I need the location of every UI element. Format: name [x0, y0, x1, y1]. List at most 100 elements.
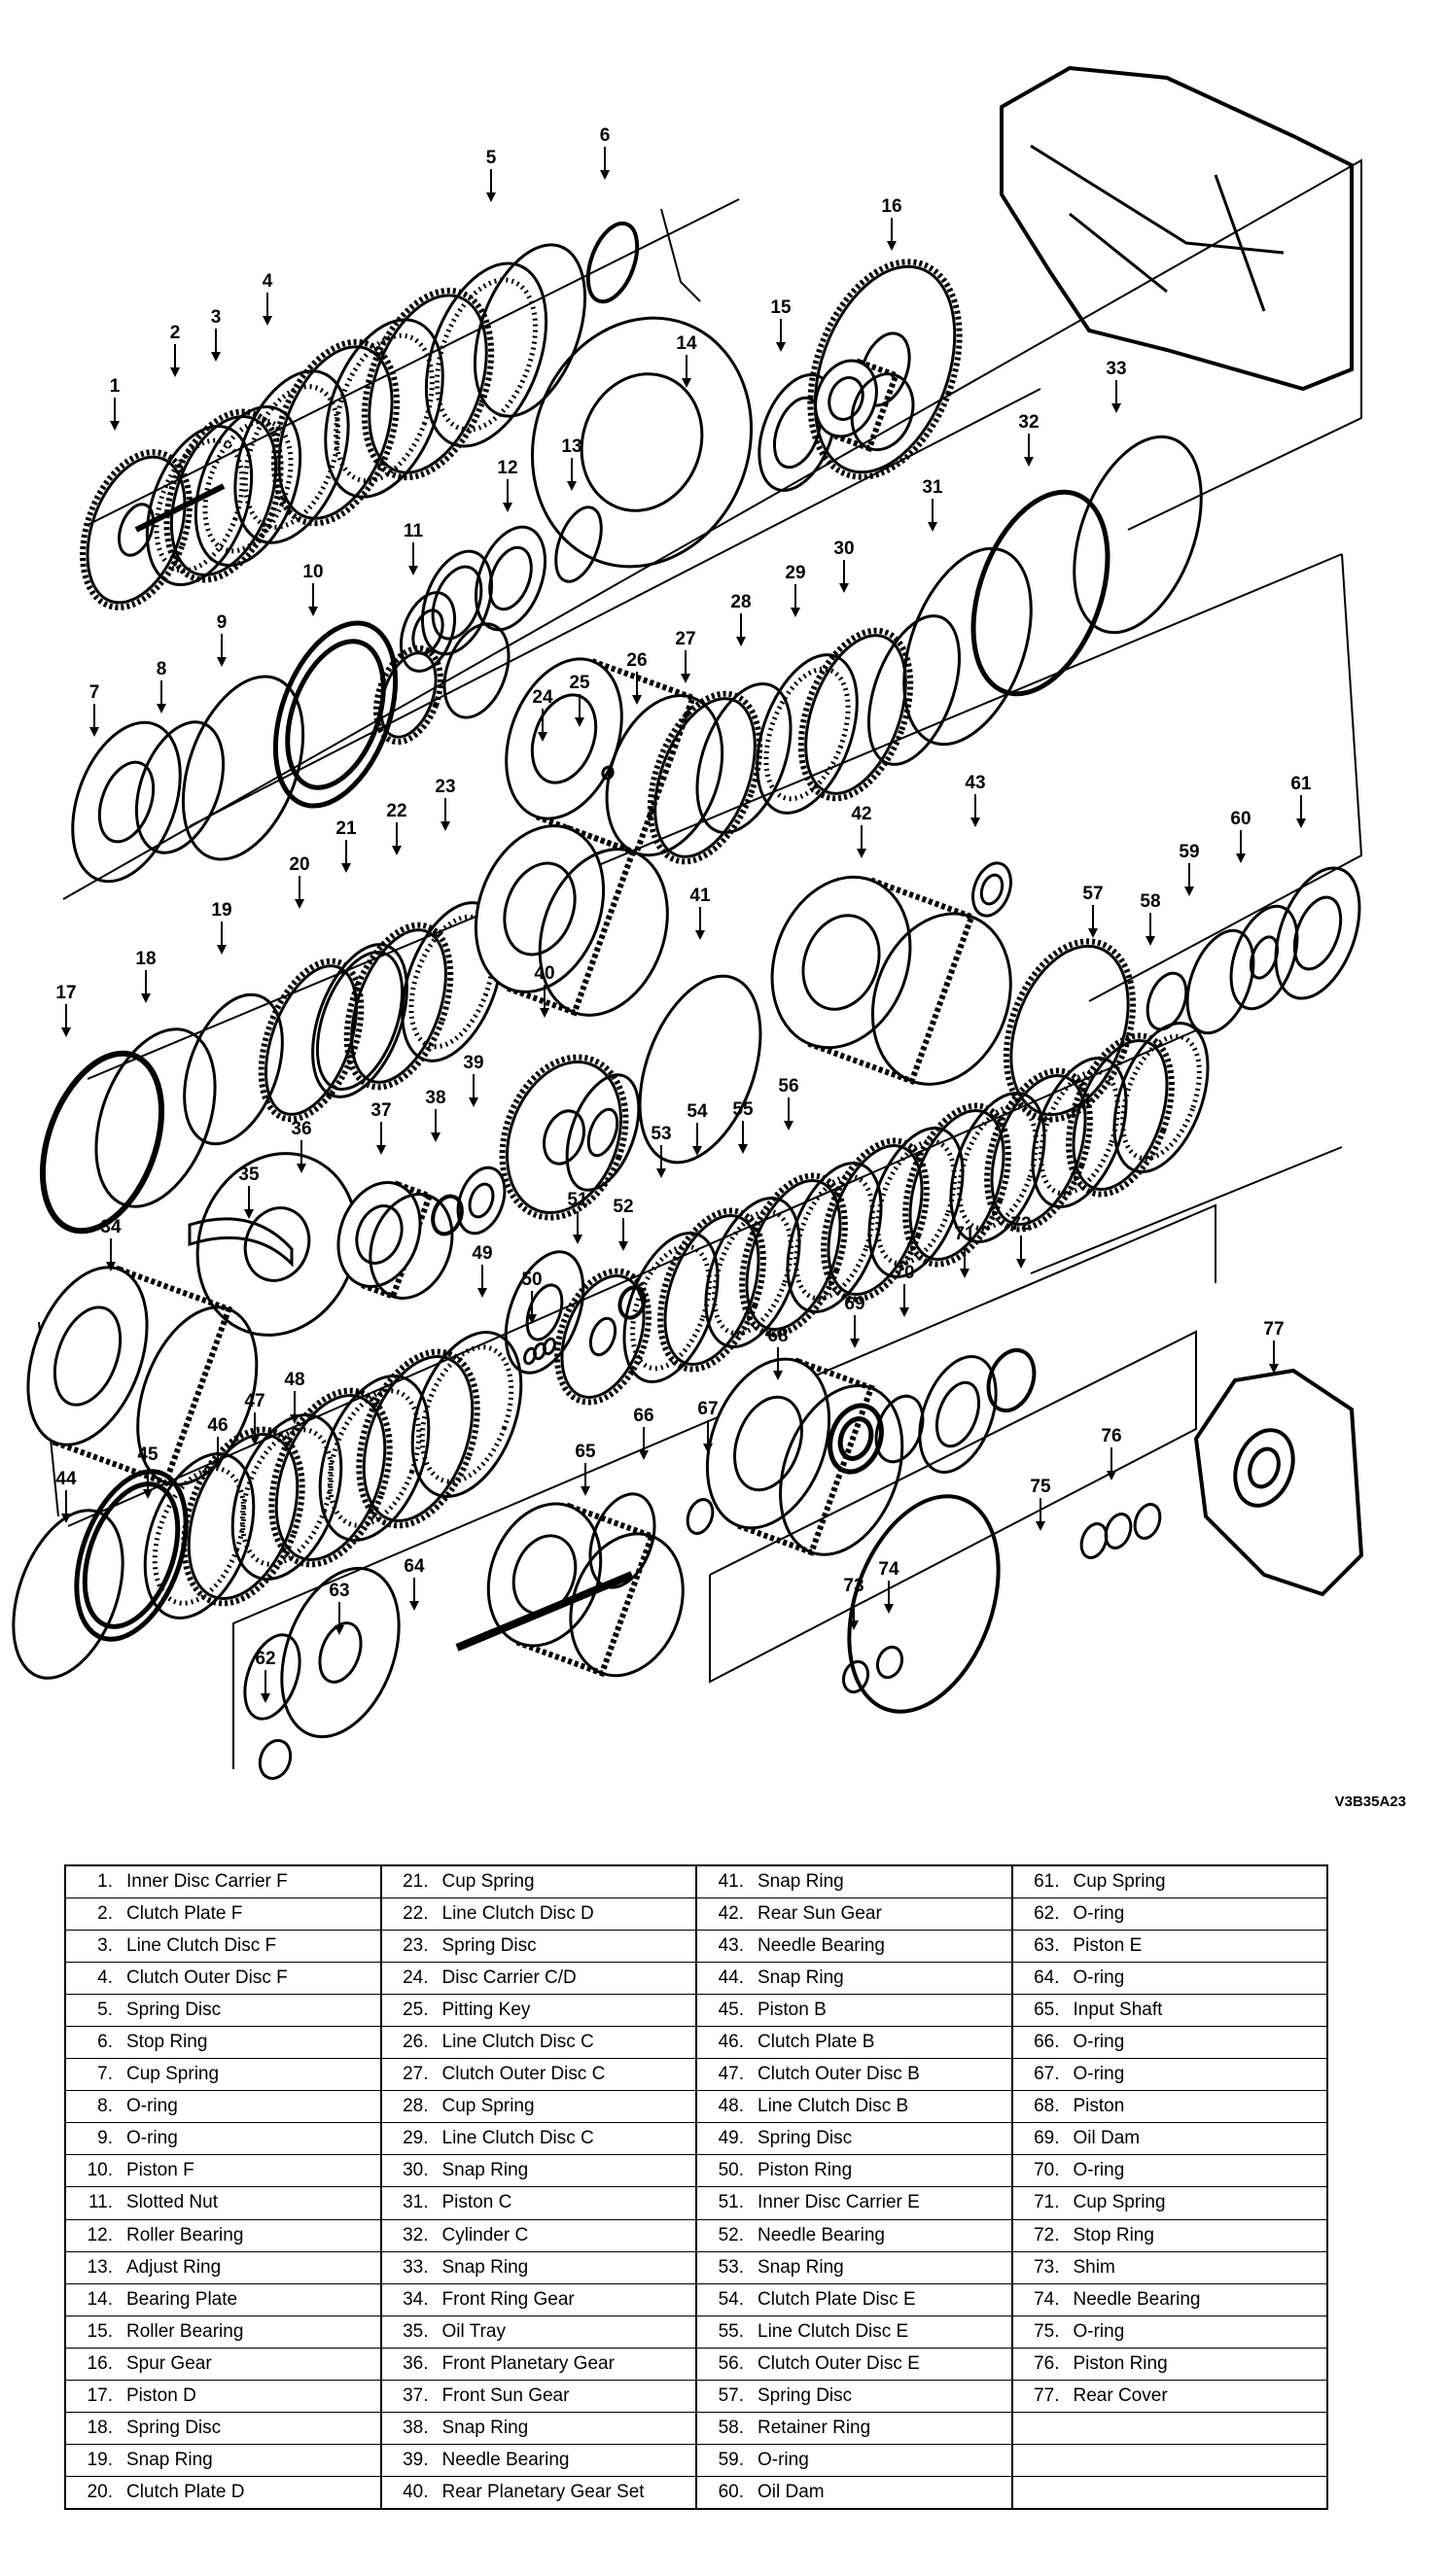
callout-arrowhead	[928, 522, 937, 532]
legend-cell: 2.Clutch Plate F	[64, 1897, 382, 1932]
legend-cell: 21.Cup Spring	[379, 1865, 697, 1899]
callout-label: 53	[651, 1124, 671, 1144]
legend-cell: 33.Snap Ring	[379, 2251, 697, 2284]
legend-cell: 55.Line Clutch Disc E	[695, 2315, 1013, 2349]
callout-label: 34	[100, 1217, 122, 1237]
legend-cell: 74.Needle Bearing	[1010, 2283, 1328, 2316]
part-ring	[270, 338, 401, 527]
part-ring	[867, 1126, 965, 1279]
callout-arrowhead	[682, 378, 691, 388]
legend-cell: 64.O-ring	[1010, 1962, 1328, 1996]
callout-label: 69	[844, 1294, 864, 1314]
part-ring	[585, 221, 640, 304]
part-name: Retainer Ring	[758, 2417, 871, 2438]
part-number: 35.	[403, 2320, 429, 2342]
part-number: 26.	[403, 2032, 429, 2053]
callout-label: 67	[697, 1399, 718, 1419]
legend-cell: 9. O-ring	[64, 2122, 382, 2156]
part-drum	[705, 1357, 904, 1556]
part-number: 60.	[718, 2481, 744, 2502]
callout-arrowhead	[1088, 928, 1098, 938]
part-name: O-ring	[1073, 2032, 1125, 2053]
part-number: 19.	[87, 2449, 113, 2470]
callout-arrowhead	[899, 1307, 909, 1317]
part-name: Needle Bearing	[1073, 2288, 1201, 2310]
part-name: Clutch Plate Disc E	[758, 2288, 916, 2310]
part-name: Clutch Plate D	[126, 2481, 245, 2502]
part-number: 3.	[97, 1935, 113, 1957]
part-number: 21.	[403, 1871, 429, 1893]
part-number: 38.	[403, 2417, 429, 2438]
part-name: Cup Spring	[1073, 1871, 1166, 1893]
callout-label: 55	[732, 1099, 754, 1120]
callout-arrowhead	[441, 821, 450, 831]
callout-label: 58	[1140, 891, 1160, 912]
callout-label: 63	[329, 1581, 349, 1601]
callout-label: 52	[613, 1197, 633, 1217]
legend-cell: 60.Oil Dam	[695, 2476, 1013, 2510]
callout-label: 31	[922, 477, 943, 498]
part-ring	[71, 720, 182, 884]
part-name: Spur Gear	[126, 2352, 212, 2374]
legend-cell: 63.Piston E	[1010, 1930, 1328, 1964]
legend-cell: 23.Spring Disc	[379, 1930, 697, 1964]
callout-label: 48	[284, 1370, 304, 1390]
part-number: 73.	[1034, 2256, 1060, 2278]
callout-label: 1	[110, 376, 121, 397]
part-number: 72.	[1034, 2224, 1060, 2245]
callout-arrowhead	[736, 637, 746, 646]
part-number: 58.	[718, 2417, 744, 2438]
part-ring	[473, 243, 587, 418]
oil-tray	[188, 1217, 294, 1268]
legend-cell: 51.Inner Disc Carrier E	[695, 2186, 1013, 2220]
callout-arrowhead	[681, 674, 690, 683]
legend-cell: 36.Front Planetary Gear	[379, 2348, 697, 2381]
part-name: O-ring	[126, 2128, 178, 2149]
legend-cell: 22.Line Clutch Disc D	[379, 1897, 697, 1932]
callout-label: 2	[170, 323, 181, 343]
part-number: 71.	[1034, 2192, 1060, 2213]
part-number: 52.	[718, 2224, 744, 2245]
part-ring	[565, 1073, 641, 1192]
callout-label: 56	[778, 1076, 798, 1097]
part-ring	[588, 1492, 656, 1589]
callout-arrowhead	[250, 1436, 260, 1445]
part-ring	[1104, 1513, 1133, 1549]
callout-arrowhead	[639, 1450, 649, 1460]
legend-cell: 19.Snap Ring	[64, 2444, 382, 2477]
part-number: 6.	[97, 2032, 113, 2053]
callout-label: 75	[1030, 1477, 1051, 1497]
callout-arrowhead	[573, 1235, 582, 1244]
callout-label: 76	[1101, 1426, 1121, 1446]
rear-cover	[1193, 1368, 1364, 1597]
part-name: Disc Carrier C/D	[441, 1967, 577, 1989]
part-ring	[343, 922, 454, 1091]
part-number: 30.	[403, 2160, 429, 2181]
callout-arrowhead	[738, 1144, 748, 1154]
part-number: 64.	[1034, 1967, 1060, 1989]
callout-label: 12	[497, 458, 517, 478]
part-ring	[617, 1285, 647, 1320]
legend-cell: 29.Line Clutch Disc C	[379, 2122, 697, 2156]
legend-cell	[1010, 2476, 1328, 2510]
part-number: 49.	[718, 2128, 744, 2149]
part-drum	[26, 1265, 259, 1487]
callout-arrowhead	[850, 1339, 860, 1348]
part-ring	[356, 1348, 480, 1529]
callout-label: 73	[843, 1576, 863, 1596]
callout-arrowhead	[409, 1601, 419, 1611]
legend-cell: 71.Cup Spring	[1010, 2186, 1328, 2220]
part-name: Oil Tray	[441, 2320, 506, 2342]
callout-label: 18	[135, 949, 156, 969]
legend-cell: 8.O-ring	[64, 2090, 382, 2124]
part-number: 9.	[97, 2128, 113, 2149]
legend-cell: 31.Piston C	[379, 2186, 697, 2220]
part-ring	[243, 1633, 301, 1721]
legend-cell: 30.Snap Ring	[379, 2154, 697, 2188]
callout-arrowhead	[1036, 1521, 1045, 1531]
part-number: 8.	[97, 2096, 113, 2117]
part-name: O-ring	[1073, 1903, 1125, 1925]
part-number: 57.	[718, 2385, 744, 2406]
